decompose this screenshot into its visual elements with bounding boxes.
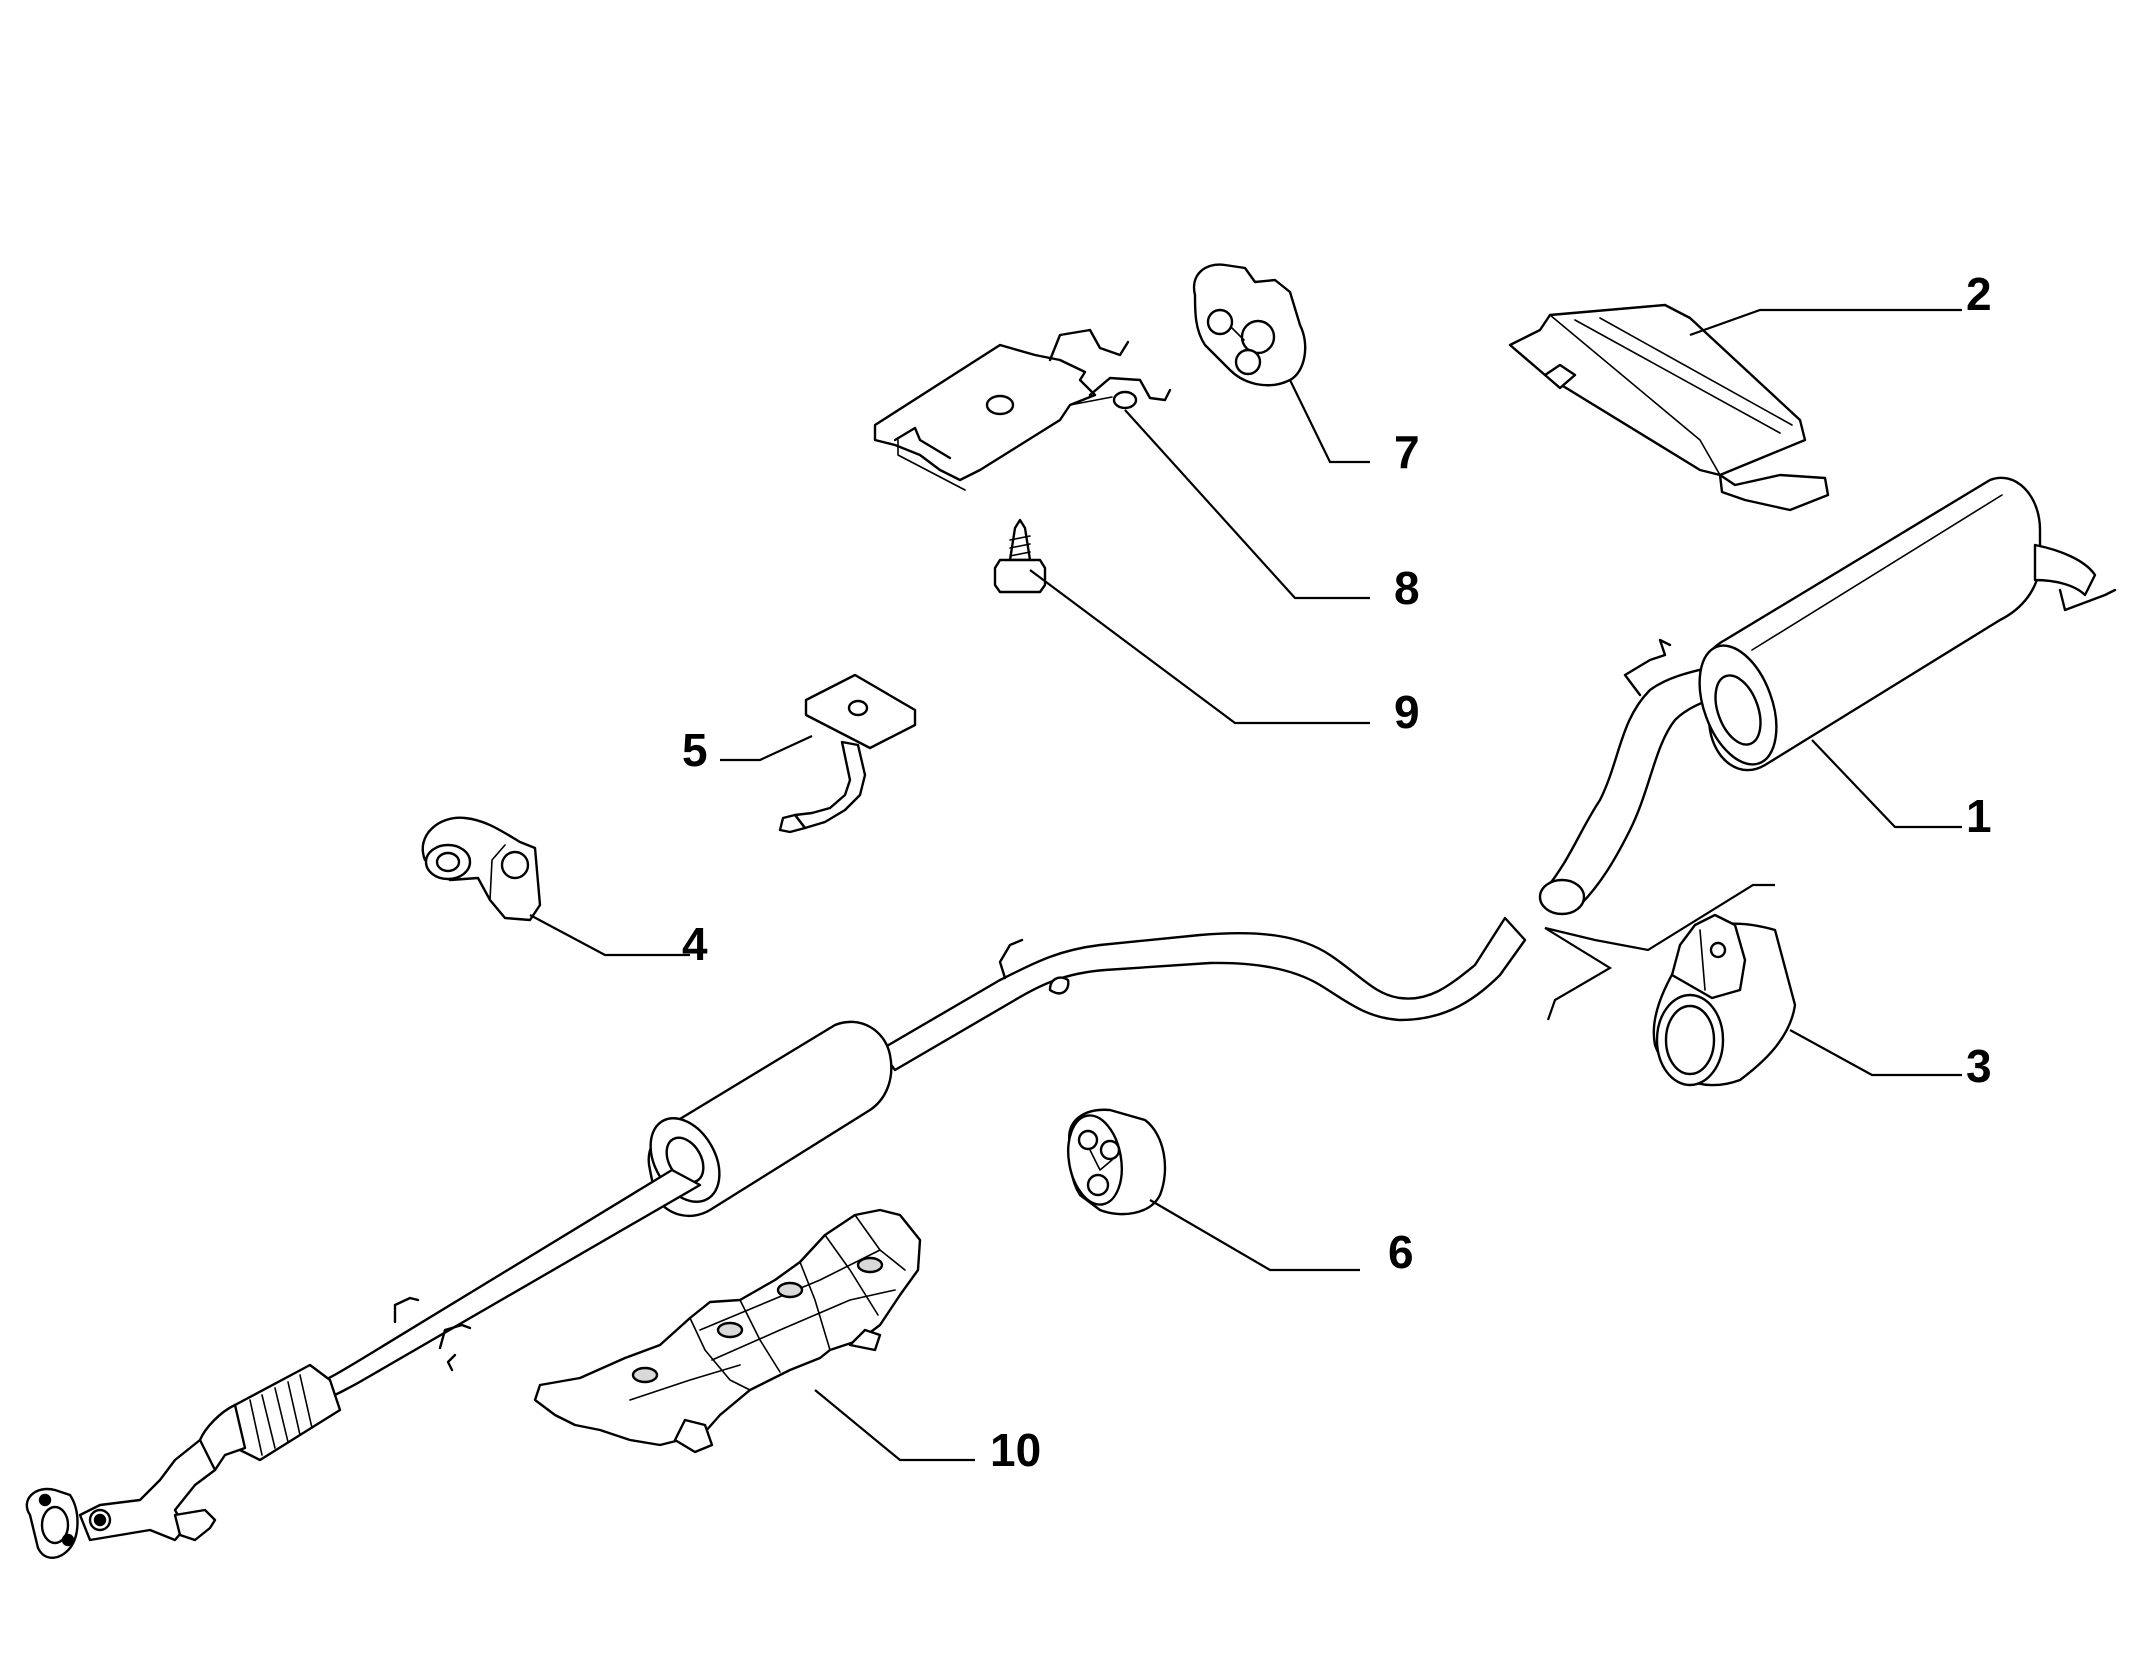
callout-3: 3 xyxy=(1966,1040,1992,1092)
callout-6: 6 xyxy=(1388,1226,1414,1278)
part-rear-muffler[interactable] xyxy=(1538,476,2117,916)
leader-4 xyxy=(529,914,690,957)
callout-1: 1 xyxy=(1966,790,1992,842)
part-rear-heat-shield[interactable] xyxy=(1508,303,1830,512)
leader-1 xyxy=(1811,739,1962,829)
callout-10: 10 xyxy=(990,1424,1041,1476)
leader-10 xyxy=(814,1389,975,1462)
leader-8 xyxy=(1124,409,1370,600)
callout-9: 9 xyxy=(1394,686,1420,738)
callout-5: 5 xyxy=(682,724,708,776)
leader-2 xyxy=(1689,308,1962,337)
leader-7 xyxy=(1289,379,1370,464)
part-hanger-bracket[interactable] xyxy=(778,673,917,834)
joint-indicator xyxy=(1544,883,1775,1021)
leader-9 xyxy=(1029,569,1370,725)
part-rubber-hanger-6[interactable] xyxy=(1062,1108,1167,1216)
part-front-heat-shield[interactable] xyxy=(533,1208,922,1454)
exhaust-pipe-assembly[interactable] xyxy=(25,916,1527,1559)
leader-3 xyxy=(1789,1029,1962,1077)
callout-labels: 1 2 3 4 5 6 7 8 9 10 xyxy=(682,268,1992,1476)
callout-8: 8 xyxy=(1394,562,1420,614)
part-rubber-mount[interactable] xyxy=(421,816,542,922)
callout-7: 7 xyxy=(1394,426,1420,478)
leader-6 xyxy=(1149,1199,1360,1272)
part-pipe-clamp[interactable] xyxy=(1652,913,1797,1087)
part-mounting-bracket[interactable] xyxy=(873,328,1172,491)
leader-lines xyxy=(529,308,1962,1462)
part-bolt[interactable] xyxy=(993,518,1047,594)
leader-5 xyxy=(720,735,813,762)
callout-2: 2 xyxy=(1966,268,1992,320)
part-rubber-hanger-7[interactable] xyxy=(1192,263,1307,387)
callout-4: 4 xyxy=(682,918,708,970)
